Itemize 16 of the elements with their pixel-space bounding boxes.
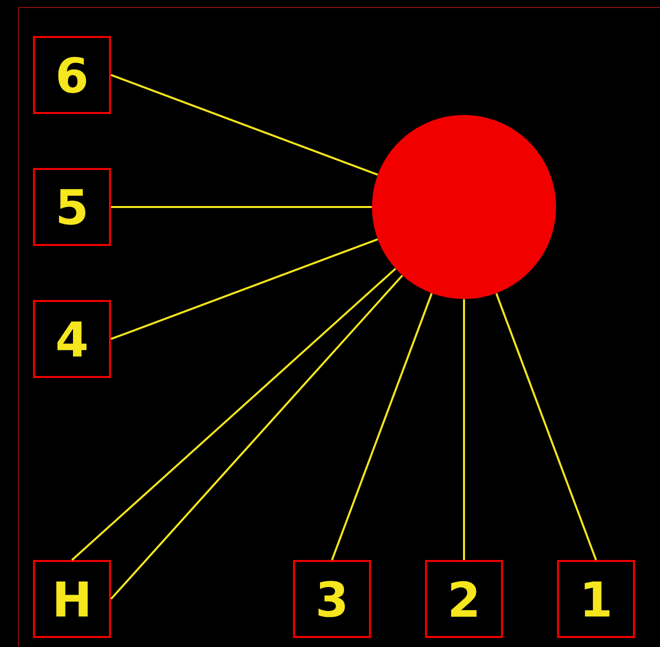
number-box: 1 <box>557 560 636 638</box>
connector-line <box>495 293 597 560</box>
number-box: 6 <box>33 36 111 114</box>
number-box: H <box>33 560 111 638</box>
number-box: 4 <box>33 300 111 378</box>
connector-line <box>110 238 378 340</box>
connector-line <box>110 274 404 600</box>
connector-line <box>331 293 433 560</box>
connector-line <box>71 268 396 561</box>
number-box: 2 <box>425 560 503 638</box>
circle <box>372 115 556 299</box>
number-box: 5 <box>33 168 111 246</box>
connector-line <box>463 299 465 560</box>
connector-line <box>111 206 372 208</box>
connector-line <box>110 74 378 176</box>
number-box: 3 <box>293 560 371 638</box>
